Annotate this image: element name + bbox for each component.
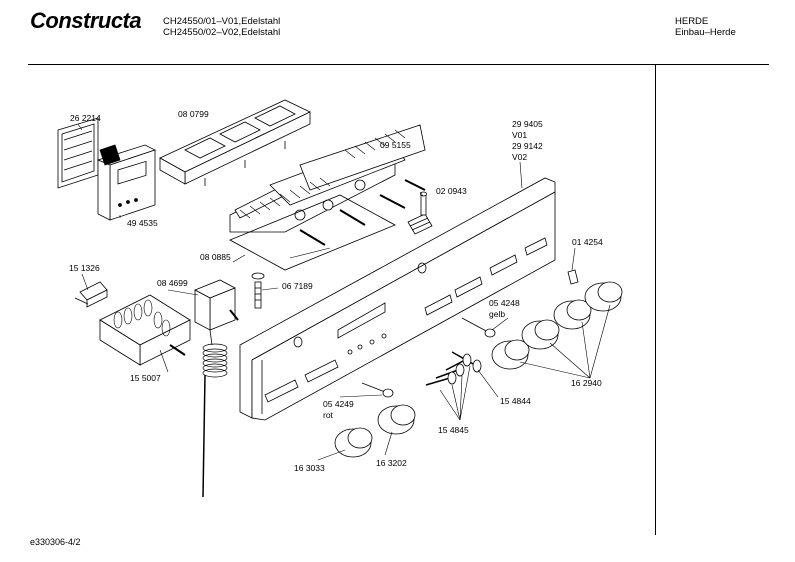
lamp-holder-part	[407, 191, 433, 235]
top-bracket-part	[159, 99, 311, 186]
brand-logo: Constructa	[30, 8, 142, 33]
knob-6	[584, 281, 623, 312]
label-054248: 05 4248	[489, 298, 520, 308]
clip-part	[567, 269, 579, 285]
category-line-1: HERDE	[675, 16, 709, 27]
knob-2	[377, 404, 416, 435]
screw-part	[251, 272, 265, 309]
label-080799: 08 0799	[178, 109, 209, 119]
control-knobs	[334, 281, 623, 458]
label-163033: 16 3033	[294, 463, 325, 473]
label-154845: 15 4845	[438, 425, 469, 435]
clock-cover-part	[57, 117, 99, 189]
label-rot: rot	[323, 410, 333, 420]
label-020943: 02 0943	[436, 186, 467, 196]
knob-4	[521, 319, 560, 350]
category-line-2: Einbau–Herde	[675, 27, 736, 38]
label-080885: 08 0885	[200, 252, 231, 262]
label-163202: 16 3202	[376, 458, 407, 468]
thermostat-part	[194, 279, 239, 498]
small-connector-part	[74, 281, 108, 308]
header-rule	[28, 64, 769, 65]
label-084699: 08 4699	[157, 278, 188, 288]
control-panel-part	[239, 177, 556, 421]
leader-lines	[77, 123, 611, 461]
knob-shafts-part	[425, 351, 482, 386]
switch-plate-part	[229, 194, 396, 271]
label-095155: 09 5155	[380, 140, 411, 150]
label-299142: 29 9142	[512, 141, 543, 151]
document-id: e330306-4/2	[30, 537, 81, 547]
label-014254: 01 4254	[572, 237, 603, 247]
knob-1	[334, 427, 373, 458]
label-155007: 15 5007	[130, 373, 161, 383]
red-lamp-part	[361, 382, 394, 398]
label-262214: 26 2214	[70, 113, 101, 123]
knob-3	[491, 339, 530, 370]
label-494535: 49 4535	[127, 218, 158, 228]
label-v01: V01	[512, 130, 528, 140]
side-column-rule	[655, 65, 656, 535]
model-info: CH24550/01–V01,Edelstahl CH24550/02–V02,…	[163, 16, 280, 38]
label-151326: 15 1326	[69, 263, 100, 273]
regulator-part	[99, 294, 191, 366]
clock-module-part	[96, 144, 157, 221]
label-067189: 06 7189	[282, 281, 313, 291]
label-154844: 15 4844	[500, 396, 531, 406]
label-299405: 29 9405	[512, 119, 543, 129]
label-162940: 16 2940	[571, 378, 602, 388]
yellow-lamp-part	[461, 317, 496, 338]
category-info: HERDE Einbau–Herde	[675, 16, 736, 38]
model-line-2: CH24550/02–V02,Edelstahl	[163, 27, 281, 38]
knob-5	[553, 299, 592, 330]
model-line-1: CH24550/01–V01,Edelstahl	[163, 16, 281, 27]
label-v02: V02	[512, 152, 528, 162]
label-054249: 05 4249	[323, 399, 354, 409]
switch-block-part	[229, 124, 426, 246]
label-gelb: gelb	[489, 309, 506, 319]
